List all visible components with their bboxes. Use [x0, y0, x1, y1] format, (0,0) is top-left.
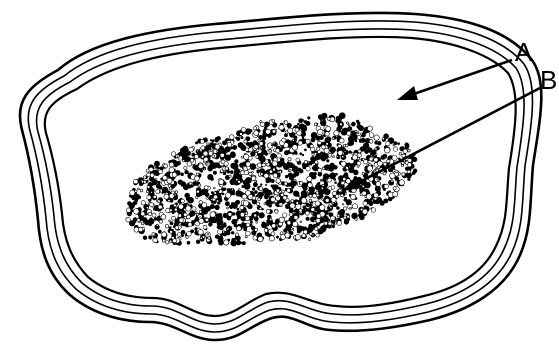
- label-b: B: [540, 65, 557, 95]
- label-a: A: [515, 37, 533, 67]
